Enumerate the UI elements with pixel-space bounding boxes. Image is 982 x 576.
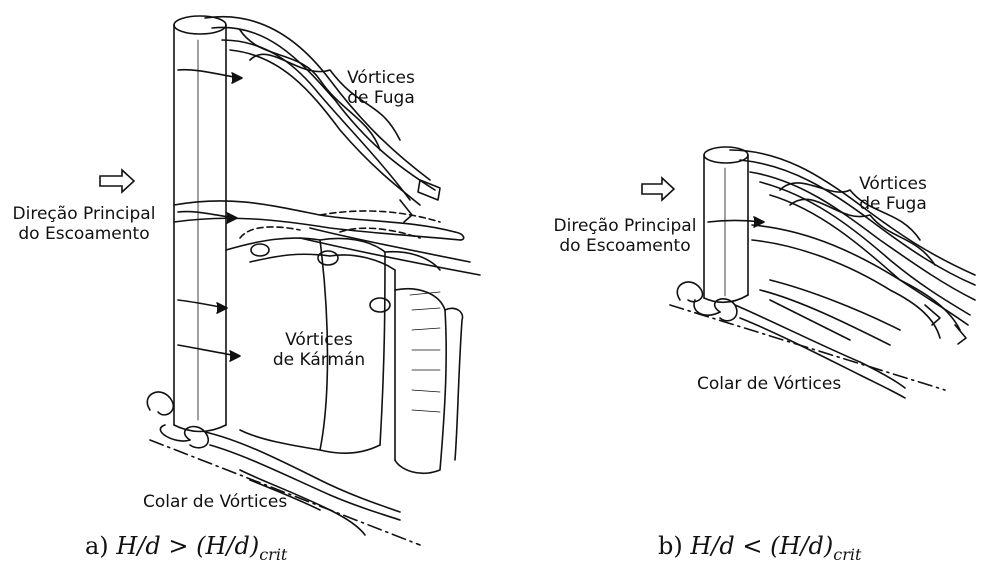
panel-a-wake-vortices-label: Vórtices de Fuga	[326, 68, 436, 108]
panel-a-karman-line1: Vórtices	[264, 330, 374, 350]
panel-a-flow-line1: Direção Principal	[4, 204, 164, 224]
panel-b-caption-rhs: (H/d)	[770, 532, 833, 560]
panel-a-karman-vortices-label: Vórtices de Kármán	[264, 330, 374, 370]
panel-a-flow-arrow-icon	[100, 170, 134, 192]
panel-b-flow-direction-label: Direção Principal do Escoamento	[540, 216, 710, 256]
panel-b-cylinder	[704, 147, 748, 302]
panel-b-flow-line2: do Escoamento	[540, 236, 710, 256]
panel-a-caption-op: >	[168, 532, 188, 560]
panel-b-wake-line1: Vórtices	[838, 174, 948, 194]
panel-b-flow-line1: Direção Principal	[540, 216, 710, 236]
panel-b-caption-op: <	[742, 532, 762, 560]
panel-a-wake-line1: Vórtices	[326, 68, 436, 88]
panel-b-wake-line2: de Fuga	[838, 194, 948, 214]
panel-a-cylinder	[174, 16, 226, 432]
panel-b-flow-arrow-icon	[642, 178, 674, 200]
panel-a-flow-direction-label: Direção Principal do Escoamento	[4, 204, 164, 244]
panel-b-caption-prefix: b)	[658, 532, 683, 560]
panel-a-caption-rhs: (H/d)	[196, 532, 259, 560]
panel-a-collar-vortices	[147, 392, 400, 535]
panel-b-wake-vortices-label: Vórtices de Fuga	[838, 174, 948, 214]
panel-b-caption-lhs: H/d	[690, 532, 734, 560]
panel-a-caption-prefix: a)	[85, 532, 109, 560]
panel-b-collar-vortices-label: Colar de Vórtices	[697, 374, 841, 394]
panel-a-flow-line2: do Escoamento	[4, 224, 164, 244]
panel-a-caption-sub: crit	[259, 545, 287, 564]
panel-a-wake-vortices	[205, 17, 440, 222]
panel-a-caption: a) H/d > (H/d)crit	[85, 532, 287, 564]
panel-a-collar-vortices-label: Colar de Vórtices	[143, 492, 287, 512]
panel-a-karman-line2: de Kármán	[264, 350, 374, 370]
panel-b-caption-sub: crit	[833, 545, 861, 564]
panel-b-caption: b) H/d < (H/d)crit	[658, 532, 861, 564]
panel-a-wake-line2: de Fuga	[326, 88, 436, 108]
panel-a-caption-lhs: H/d	[116, 532, 160, 560]
